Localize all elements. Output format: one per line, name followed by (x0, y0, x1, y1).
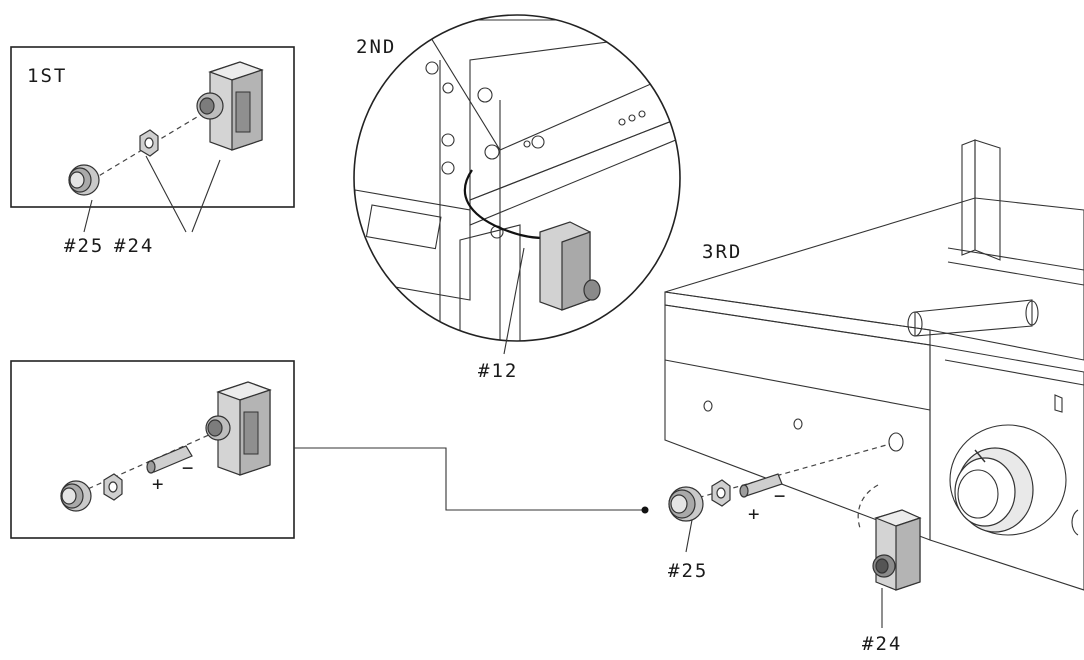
leader-12 (503, 247, 525, 355)
detail-frame (10, 360, 295, 539)
hex-nut-step3 (711, 479, 731, 507)
plus-sign-detail: + (152, 473, 165, 495)
label-12-step2: #12 (478, 360, 518, 382)
leader-24b-step1 (191, 159, 221, 233)
igniter-module-step2 (539, 221, 601, 311)
leader-25-step1 (83, 199, 93, 233)
label-24-step3: #24 (862, 633, 902, 655)
igniter-module-step3 (872, 509, 922, 591)
step-1-panel: 1ST (10, 46, 295, 233)
spacer-tube-detail (146, 445, 193, 474)
step-2-label: 2ND (356, 36, 396, 58)
igniter-module-step1 (196, 61, 264, 151)
plus-sign-main: + (748, 503, 761, 525)
callout-dot (641, 506, 649, 514)
step-2-detail (353, 14, 681, 355)
step-2-circle (353, 14, 681, 342)
igniter-module-detail (205, 381, 272, 476)
push-button-step3 (668, 486, 704, 522)
leader-25-step3 (685, 519, 693, 553)
step-3-axis (689, 443, 891, 501)
hex-nut-detail (103, 473, 123, 501)
step-3-curve (857, 484, 879, 529)
push-button-step1 (68, 164, 100, 196)
hex-nut-step1 (139, 129, 159, 157)
grill-body (664, 139, 1084, 591)
minus-sign-detail: − (182, 457, 195, 479)
detail-panel: + − (10, 360, 295, 539)
control-knob (949, 424, 1067, 536)
spacer-tube-step3 (739, 473, 783, 498)
callout-connector (294, 447, 644, 511)
push-button-detail (60, 480, 92, 512)
label-25-step1: #25 (64, 235, 104, 257)
detail-axis (71, 429, 221, 497)
label-25-step3: #25 (668, 560, 708, 582)
step-1-frame (10, 46, 295, 208)
leader-24a-step1 (145, 155, 187, 233)
label-24-step1: #24 (114, 235, 154, 257)
step-3-label: 3RD (702, 241, 742, 263)
step-1-label: 1ST (27, 65, 67, 87)
minus-sign-main: − (774, 485, 787, 507)
